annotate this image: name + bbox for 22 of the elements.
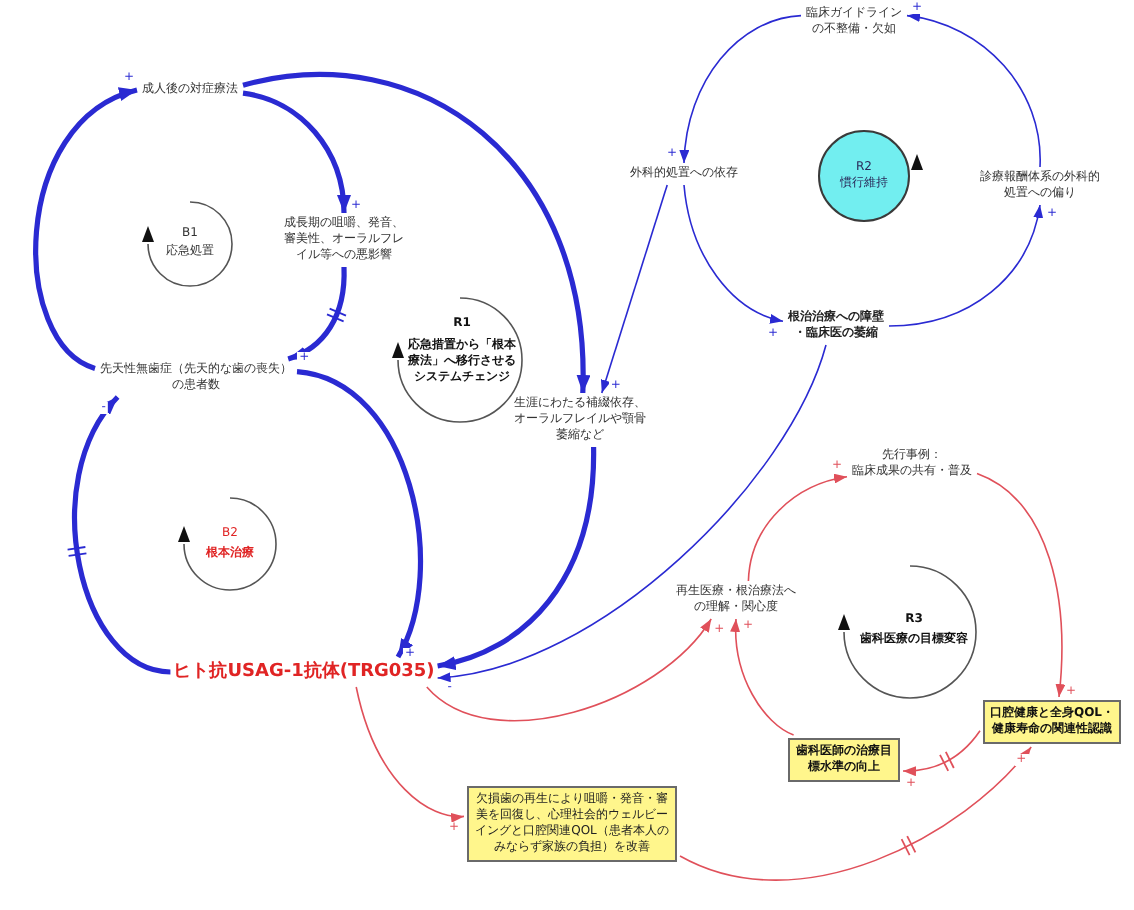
causal-arrow [355,686,465,822]
causal-arrow [296,369,423,659]
causal-arrow [426,618,712,722]
causal-arrow [287,267,347,362]
causal-arrow [747,473,848,582]
causal-arrow [902,730,981,776]
causal-arrow [906,12,1041,168]
causal-arrow [683,184,784,324]
causal-arrow [888,204,1043,327]
causal-arrow [242,72,590,394]
intervention-label: ヒト抗USAG-1抗体(TRG035) [173,660,435,684]
causal-arrow [976,472,1065,698]
causal-arrow [437,446,597,670]
causal-arrow [679,746,1032,881]
causal-arrow [72,395,171,675]
causal-arrow [436,344,827,682]
causal-arrow [242,90,351,214]
causal-arrow [679,14,802,164]
causal-arrow [600,184,668,394]
causal-arrow [730,618,795,736]
causal-arrow [33,87,138,371]
loop-disc [818,130,910,222]
